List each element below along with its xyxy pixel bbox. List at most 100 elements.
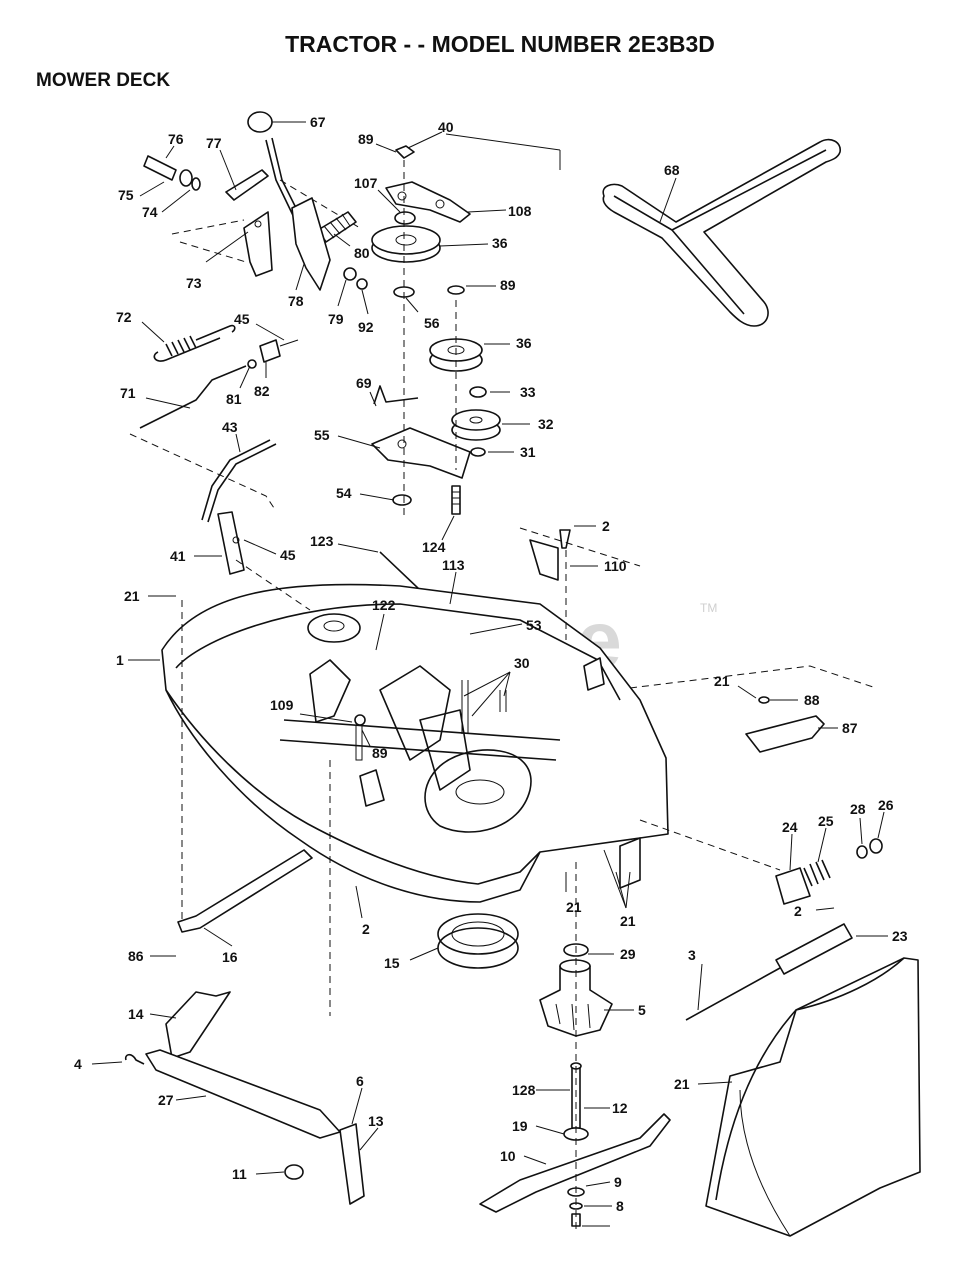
hinge-tube [775, 923, 853, 975]
callout-label: 124 [422, 539, 446, 555]
bolt-124 [451, 485, 461, 515]
callout-label: 27 [158, 1092, 174, 1108]
callout-label: 26 [878, 797, 894, 813]
idler-arm [385, 181, 471, 223]
callout-label: 69 [356, 375, 372, 391]
hinge-bracket [775, 867, 811, 905]
callout-label: 2 [794, 903, 802, 919]
callout-label: 109 [270, 697, 294, 713]
callout-label: 21 [620, 913, 636, 929]
washer-28 [856, 845, 868, 859]
idler-nut [395, 145, 561, 170]
callout-label: 108 [508, 203, 532, 219]
callout-labels: 67 76 77 89 40 75 74 107 108 68 80 36 73… [74, 114, 908, 1227]
callout-label: 107 [354, 175, 378, 191]
callout-label: 21 [566, 899, 582, 915]
callout-label: 41 [170, 548, 186, 564]
lift-rod [139, 365, 247, 429]
callout-label: 73 [186, 275, 202, 291]
callout-label: 68 [664, 162, 680, 178]
callout-label: 40 [438, 119, 454, 135]
callout-label: 53 [526, 617, 542, 633]
callout-label: 45 [280, 547, 296, 563]
watermark-tm: TM [700, 601, 717, 615]
spindle-spacer [437, 913, 519, 969]
callout-label: 86 [128, 948, 144, 964]
lift-link-43-edge [207, 443, 277, 523]
callout-label: 123 [310, 533, 334, 549]
deflector-bracket [529, 529, 571, 581]
pivot-bolt [143, 155, 201, 191]
lift-spring [153, 324, 236, 362]
callout-label: 74 [142, 204, 158, 220]
drive-belt [602, 138, 841, 327]
lift-arm [291, 197, 368, 291]
nut-88 [758, 696, 770, 704]
torsion-spring [803, 859, 831, 887]
callout-label: 128 [512, 1082, 536, 1098]
belt-guide-spring [373, 385, 419, 405]
callout-label: 1 [116, 652, 124, 668]
discharge-chute [705, 957, 921, 1237]
callout-label: 81 [226, 391, 242, 407]
lift-bracket [171, 169, 361, 277]
hex-nut [469, 386, 487, 398]
callout-label: 36 [516, 335, 532, 351]
callout-label: 122 [372, 597, 396, 613]
washer [447, 285, 465, 295]
callout-label: 71 [120, 385, 136, 401]
blade-bolt [571, 1213, 581, 1227]
callout-label: 55 [314, 427, 330, 443]
callout-label: 77 [206, 135, 222, 151]
callout-label: 80 [354, 245, 370, 261]
washer-54 [392, 494, 412, 506]
callout-label: 92 [358, 319, 374, 335]
rod-guide-line [129, 433, 275, 509]
callout-label: 10 [500, 1148, 516, 1164]
idler-bracket [371, 427, 471, 479]
callout-label: 30 [514, 655, 530, 671]
front-hanger [339, 1123, 365, 1205]
shoulder-bolt [284, 1164, 304, 1180]
callout-label: 76 [168, 131, 184, 147]
hair-pin [124, 1053, 145, 1065]
hinge-rod [685, 967, 781, 1021]
callout-label: 45 [234, 311, 250, 327]
callout-label: 82 [254, 383, 270, 399]
callout-label: 4 [74, 1056, 82, 1072]
assembly-lines [181, 160, 877, 1230]
callout-label: 21 [674, 1076, 690, 1092]
callout-label: 43 [222, 419, 238, 435]
callout-label: 8 [616, 1198, 624, 1214]
callout-label: 88 [804, 692, 820, 708]
stabilizer-bar [177, 849, 313, 933]
callout-label: 56 [424, 315, 440, 331]
callout-label: 16 [222, 949, 238, 965]
callout-label: 2 [362, 921, 370, 937]
callout-label: 11 [232, 1166, 247, 1182]
callout-label: 9 [614, 1174, 622, 1190]
front-hanger-bracket [165, 991, 231, 1059]
section-title: MOWER DECK [36, 70, 170, 91]
callout-label: 21 [124, 588, 140, 604]
callout-label: 31 [520, 444, 536, 460]
callout-label: 89 [500, 277, 516, 293]
callout-label: 33 [520, 384, 536, 400]
mower-blade [479, 1113, 671, 1213]
bracket-clip [247, 339, 299, 369]
callout-label: 78 [288, 293, 304, 309]
callout-label: 79 [328, 311, 344, 327]
callout-label: 72 [116, 309, 132, 325]
callout-label: 6 [356, 1073, 364, 1089]
callout-label: 110 [604, 558, 627, 574]
callout-label: 67 [310, 114, 326, 130]
callout-label: 32 [538, 416, 554, 432]
callout-label: 28 [850, 801, 866, 817]
callout-label: 13 [368, 1113, 384, 1129]
lift-link-43 [201, 439, 271, 521]
callout-label: 23 [892, 928, 908, 944]
callout-label: 87 [842, 720, 858, 736]
callout-label: 19 [512, 1118, 528, 1134]
mower-deck-housing [161, 583, 669, 903]
